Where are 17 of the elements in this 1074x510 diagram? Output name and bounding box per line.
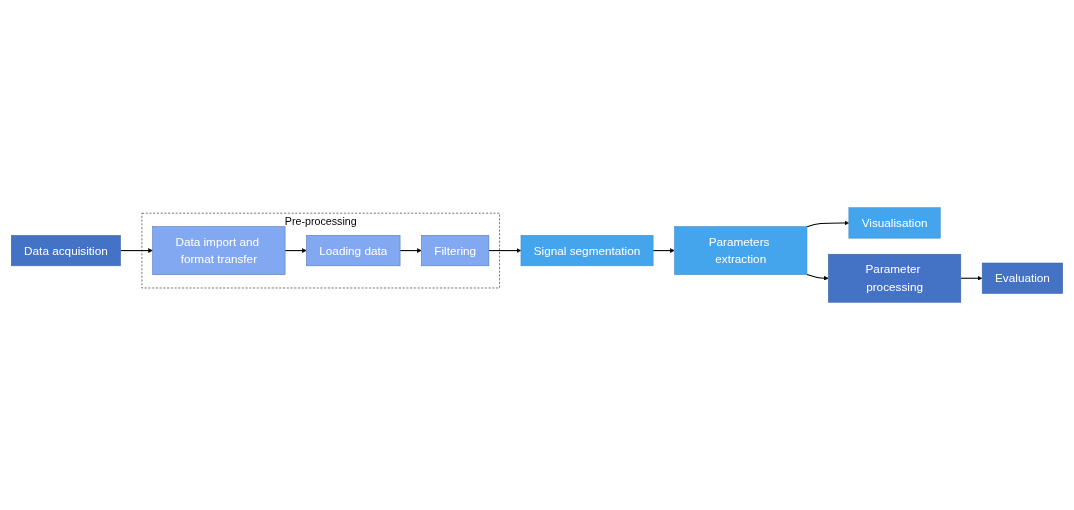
node-box: Data import and format transfer — [152, 226, 286, 275]
arrow — [806, 220, 850, 228]
arrow — [652, 248, 675, 253]
arrow — [960, 275, 983, 281]
node-box: Loading data — [306, 235, 401, 267]
arrow — [284, 248, 307, 253]
node-box: Signal segmentation — [520, 235, 654, 267]
node-box: Parameters extraction — [674, 226, 808, 275]
node-box: Parameter processing — [828, 253, 962, 303]
node-box: Data acquisition — [11, 235, 121, 267]
node-box: Visualisation — [848, 207, 941, 239]
arrow — [806, 273, 829, 281]
node-box: Evaluation — [981, 262, 1063, 294]
node-box: Filtering — [421, 235, 490, 267]
arrow — [488, 248, 522, 253]
arrow — [399, 248, 422, 253]
arrow — [120, 248, 153, 253]
